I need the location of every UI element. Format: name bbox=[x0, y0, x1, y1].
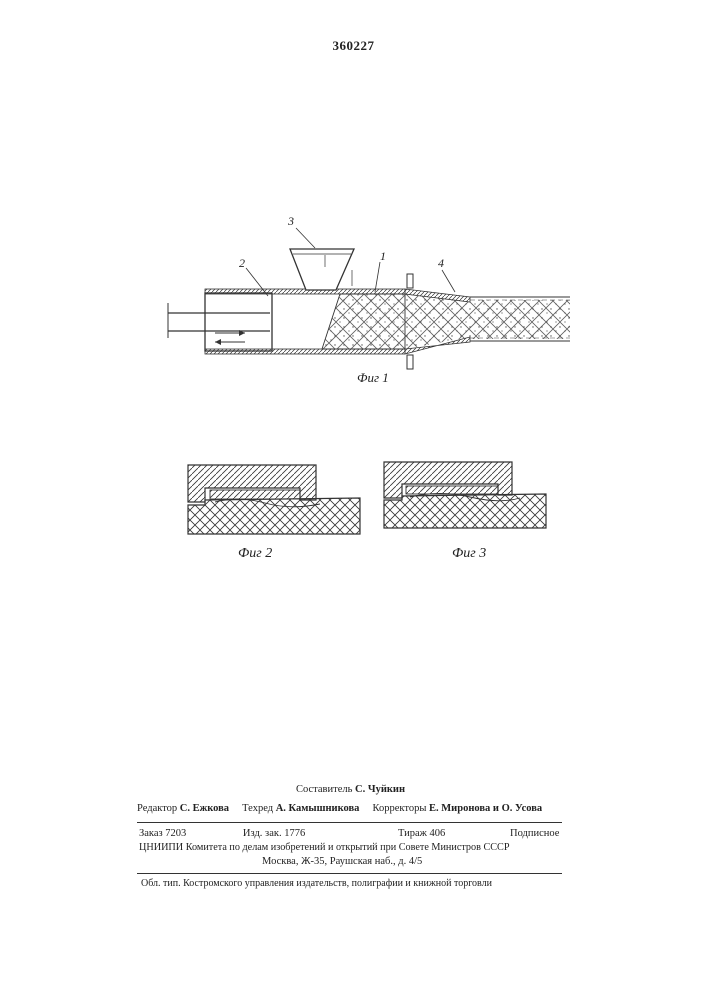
editors-line: Редактор С. Ежкова Техред А. Камышникова… bbox=[137, 803, 542, 814]
address-line: Москва, Ж-35, Раушская наб., д. 4/5 bbox=[262, 856, 422, 867]
footer-rule-top bbox=[137, 822, 562, 823]
compiler-name: С. Чуйкин bbox=[355, 784, 405, 795]
figure-3-caption: Фиг 3 bbox=[452, 546, 486, 562]
order-number: Заказ 7203 bbox=[139, 828, 186, 839]
correctors-label: Корректоры bbox=[373, 803, 427, 814]
correctors-names: Е. Миронова и О. Усова bbox=[429, 803, 542, 814]
compiler-label: Составитель bbox=[296, 784, 352, 795]
techred-label: Техред bbox=[242, 803, 273, 814]
editor-label: Редактор bbox=[137, 803, 177, 814]
compiler-line: Составитель С. Чуйкин bbox=[296, 784, 405, 795]
podpisnoe: Подписное bbox=[510, 828, 559, 839]
tirazh: Тираж 406 bbox=[398, 828, 445, 839]
izd-number: Изд. зак. 1776 bbox=[243, 828, 305, 839]
editor-name: С. Ежкова bbox=[180, 803, 229, 814]
org-line: ЦНИИПИ Комитета по делам изобретений и о… bbox=[139, 842, 510, 853]
printer-line: Обл. тип. Костромского управления издате… bbox=[141, 878, 492, 889]
figure-2-caption: Фиг 2 bbox=[238, 546, 272, 562]
techred-name: А. Камышникова bbox=[276, 803, 360, 814]
order-izd: Заказ 7203 Изд. зак. 1776 bbox=[139, 828, 305, 839]
figure-3-drawing bbox=[0, 0, 707, 600]
footer-rule-bottom bbox=[137, 873, 562, 874]
